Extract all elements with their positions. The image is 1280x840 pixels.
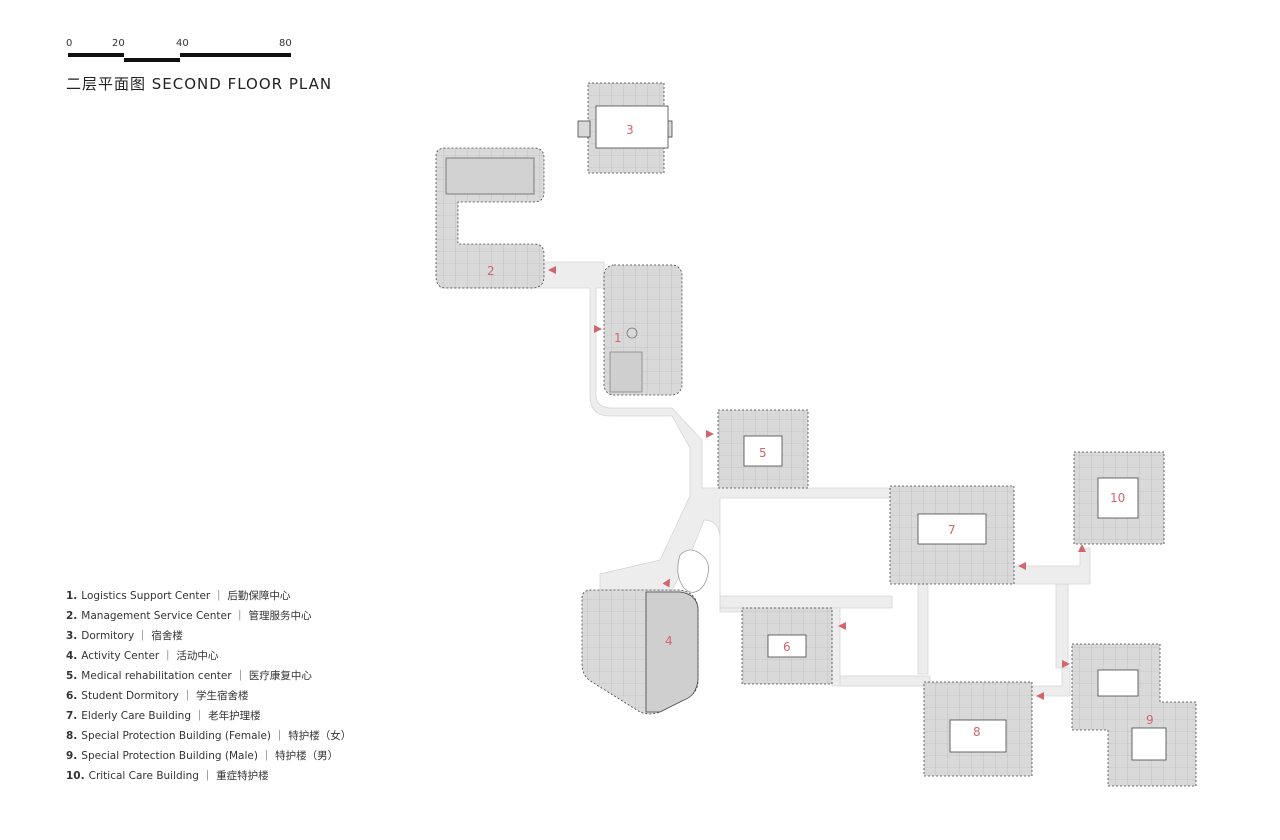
- legend-item: 2.Management Service Center ｜ 管理服务中心: [66, 610, 312, 622]
- legend-item: 6.Student Dormitory ｜ 学生宿舍楼: [66, 690, 249, 702]
- entry-arrows: [548, 266, 1086, 700]
- scale-segment: [180, 53, 291, 57]
- building-1: [603, 264, 683, 396]
- building-7: [889, 485, 1015, 585]
- scale-tick-80: 80: [279, 38, 292, 49]
- plan-title: 二层平面图 SECOND FLOOR PLAN: [66, 75, 333, 93]
- label-1: 1: [614, 331, 622, 345]
- label-3: 3: [626, 123, 634, 137]
- building-6: [741, 607, 833, 685]
- scale-tick-0: 0: [66, 38, 73, 49]
- legend: 1.Logistics Support Center ｜ 后勤保障中心 2.Ma…: [66, 586, 351, 786]
- label-10: 10: [1110, 491, 1125, 505]
- building-10: [1073, 451, 1165, 545]
- legend-item: 4.Activity Center ｜ 活动中心: [66, 650, 219, 662]
- label-2: 2: [487, 264, 495, 278]
- building-9: [1071, 643, 1197, 787]
- label-8: 8: [973, 725, 981, 739]
- label-6: 6: [783, 640, 791, 654]
- legend-item: 3.Dormitory ｜ 宿舍楼: [66, 630, 183, 642]
- building-8: [923, 681, 1033, 777]
- building-labels: 1 2 3 4 5 6 7 8 9 10: [487, 123, 1154, 739]
- building-5: [717, 409, 809, 489]
- legend-item: 9.Special Protection Building (Male) ｜ 特…: [66, 750, 339, 762]
- scale-segment: [68, 53, 124, 57]
- scale-tick-20: 20: [112, 38, 125, 49]
- legend-item: 5.Medical rehabilitation center ｜ 医疗康复中心: [66, 670, 312, 682]
- building-4: [581, 589, 699, 715]
- legend-item: 10.Critical Care Building ｜ 重症特护楼: [66, 770, 269, 782]
- legend-item: 7.Elderly Care Building ｜ 老年护理楼: [66, 710, 261, 722]
- scale-segment: [124, 58, 180, 62]
- building-2: [435, 147, 545, 289]
- label-4: 4: [665, 634, 673, 648]
- legend-item: 8.Special Protection Building (Female) ｜…: [66, 730, 352, 742]
- building-3: [577, 82, 673, 174]
- scale-tick-40: 40: [176, 38, 189, 49]
- legend-item: 1.Logistics Support Center ｜ 后勤保障中心: [66, 590, 291, 602]
- label-7: 7: [948, 523, 956, 537]
- label-9: 9: [1146, 713, 1154, 727]
- scale-bar: 0 20 40 80: [66, 38, 306, 68]
- label-5: 5: [759, 446, 767, 460]
